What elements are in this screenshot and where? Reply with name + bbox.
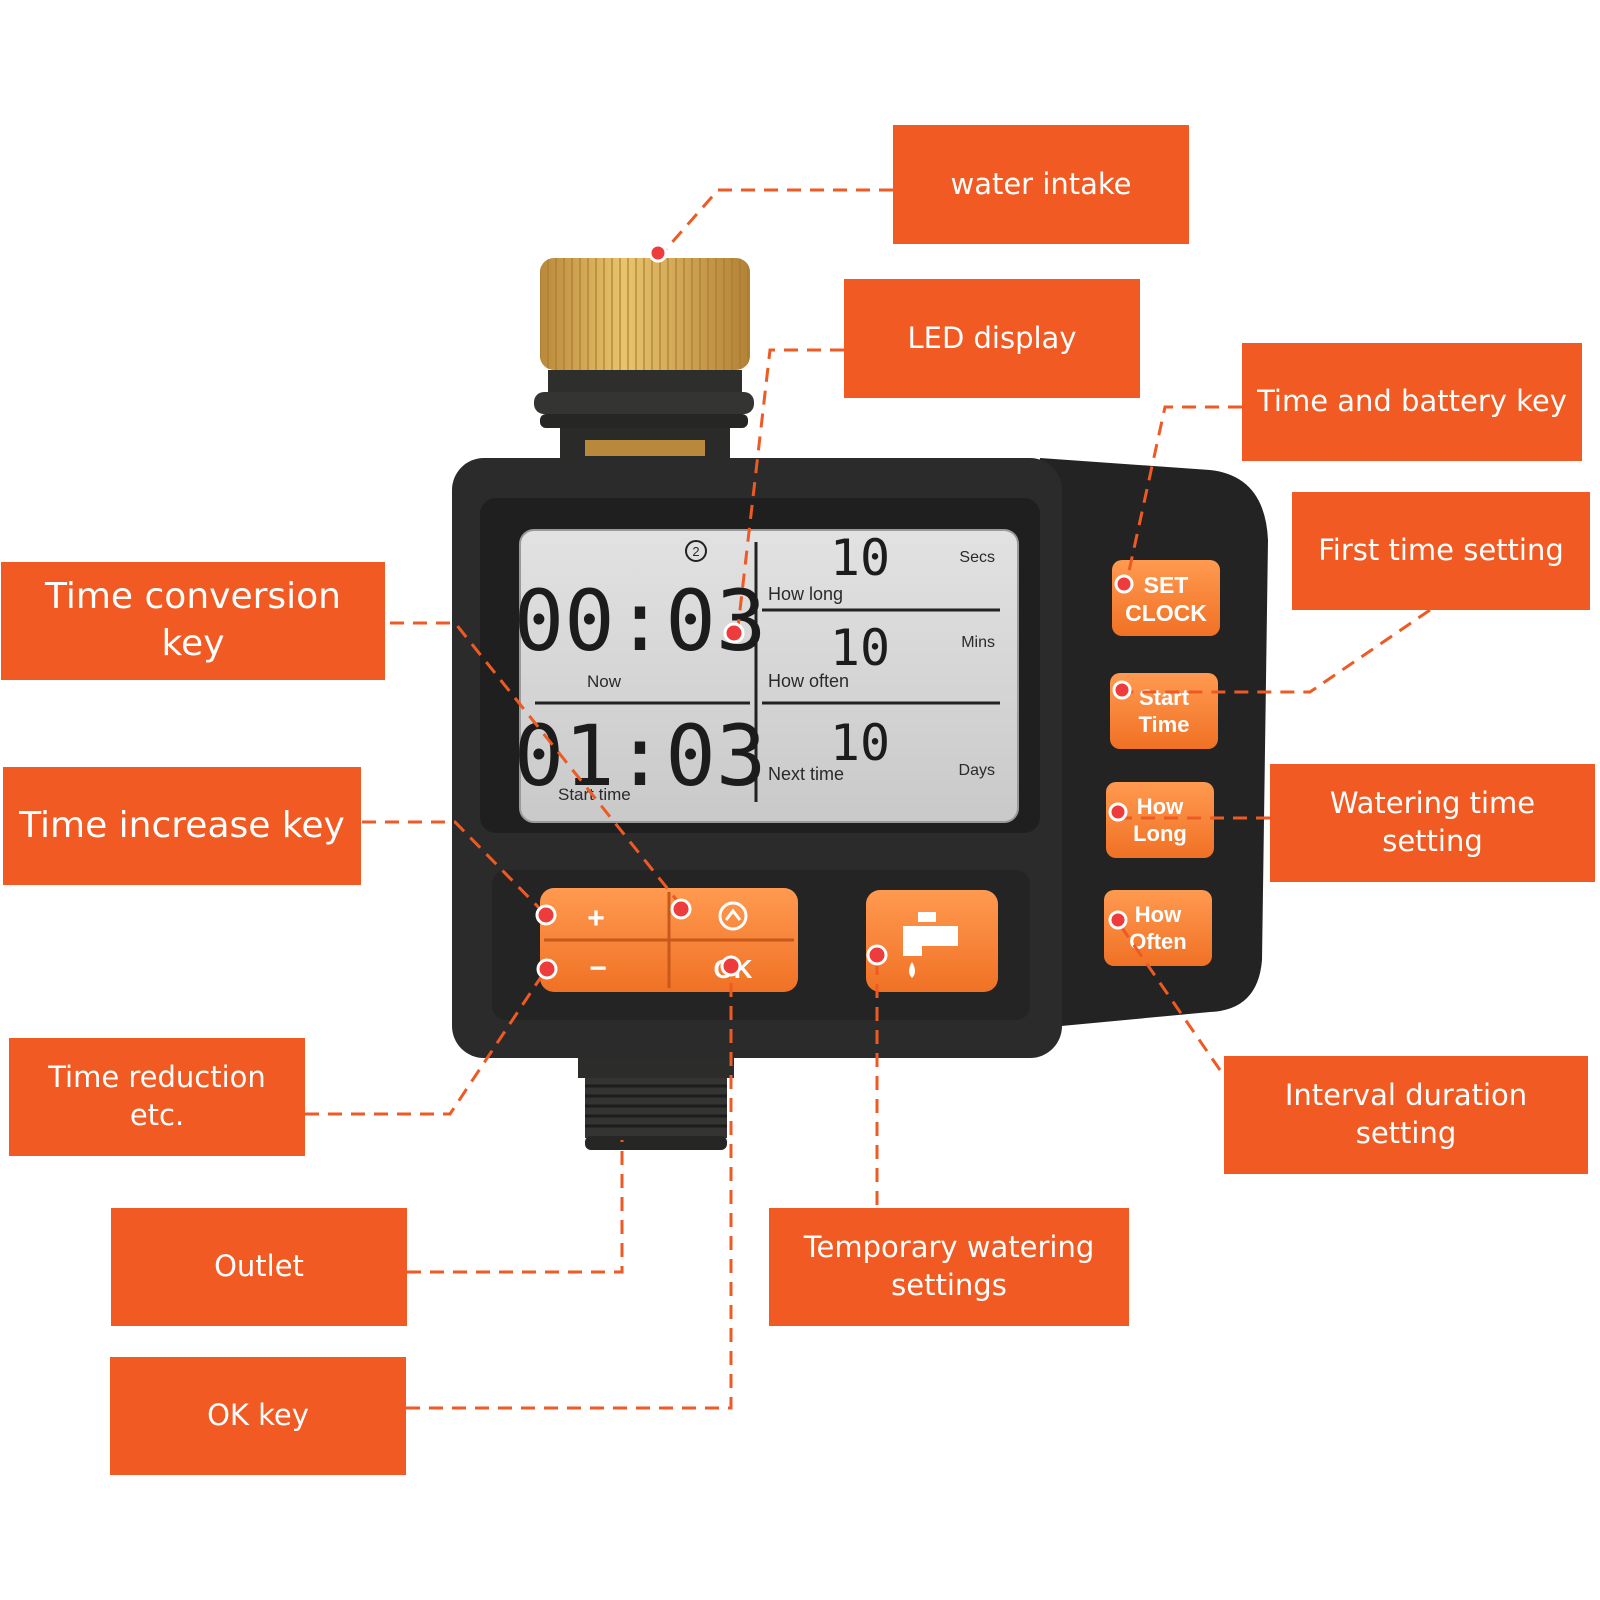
callout-ok-key: OK key: [110, 1357, 406, 1475]
set-clock-marker: [1114, 574, 1134, 594]
callout-time-battery-key-text: Time and battery key: [1257, 384, 1567, 419]
callout-interval-duration-setting: Interval duration setting: [1224, 1056, 1588, 1174]
callout-time-conversion-key: Time conversion key: [1, 562, 385, 680]
faucet-marker: [866, 944, 888, 966]
set-clock-line2: CLOCK: [1125, 600, 1207, 626]
start-time-line1: Start: [1139, 685, 1190, 710]
callout-temporary-watering-line2: settings: [891, 1268, 1007, 1302]
how-long-line1: How: [1137, 794, 1184, 819]
callout-water-intake: water intake: [893, 125, 1189, 244]
ok-marker: [720, 955, 742, 977]
program-number: 2: [692, 544, 699, 559]
callout-time-battery-key: Time and battery key: [1242, 343, 1582, 461]
callout-outlet: Outlet: [111, 1208, 407, 1326]
lcd-display: 2 00:03 Now 01:03 Start time 10 How long…: [514, 529, 1019, 823]
how-often-marker: [1108, 910, 1128, 930]
callout-outlet-text: Outlet: [214, 1249, 304, 1284]
next-time-label: Next time: [768, 764, 844, 784]
minus-marker: [536, 958, 558, 980]
how-often-value: 10: [830, 619, 890, 677]
now-label: Now: [587, 672, 622, 691]
how-long-marker: [1108, 802, 1128, 822]
start-time-label: Start time: [558, 785, 631, 804]
intake-marker: [648, 243, 668, 263]
leader-lines: [305, 188, 1431, 1410]
minus-button-label: −: [589, 952, 607, 985]
display-marker: [723, 622, 745, 644]
how-long-unit: Secs: [959, 549, 995, 566]
how-often-button[interactable]: How Often: [1104, 890, 1212, 966]
now-time: 00:03: [514, 572, 767, 670]
program-number-icon: [685, 540, 707, 562]
plus-button-label: +: [587, 902, 605, 935]
plus-button[interactable]: +: [540, 888, 669, 940]
mode-button[interactable]: [669, 888, 798, 940]
callout-first-time-setting-text: First time setting: [1318, 533, 1564, 568]
next-time-value: 10: [830, 714, 890, 772]
callout-time-increase-key-text: Time increase key: [19, 804, 345, 846]
set-clock-button[interactable]: SET CLOCK: [1112, 560, 1220, 636]
manual-watering-button[interactable]: [866, 890, 998, 992]
next-time-unit: Days: [959, 762, 995, 779]
start-time-marker: [1112, 680, 1132, 700]
callout-markers: [535, 243, 1134, 980]
how-long-value: 10: [830, 529, 890, 587]
callout-watering-time-setting-text: Watering time setting: [1329, 786, 1536, 858]
set-clock-line1: SET: [1144, 572, 1189, 598]
callout-time-conversion-key-text: Time conversion key: [44, 576, 342, 664]
how-long-label: How long: [768, 584, 843, 604]
faucet-icon: [903, 912, 958, 978]
keypad: + − OK: [540, 888, 998, 992]
callout-time-reduction: Time reduction etc.: [9, 1038, 305, 1156]
callout-led-display-text: LED display: [907, 320, 1077, 355]
callout-ok-key-text: OK key: [207, 1398, 309, 1433]
water-intake-connector: [534, 258, 754, 460]
how-often-line1: How: [1135, 902, 1182, 927]
outlet-connector: [578, 1058, 734, 1150]
callout-time-increase-key: Time increase key: [3, 767, 361, 885]
minus-button[interactable]: −: [540, 940, 669, 992]
callout-watering-time-setting: Watering time setting: [1270, 764, 1595, 882]
callout-temporary-watering-line1: Temporary watering: [803, 1230, 1095, 1265]
how-long-line2: Long: [1133, 821, 1187, 846]
how-often-label: How often: [768, 671, 849, 691]
how-often-unit: Mins: [961, 634, 995, 651]
how-long-button[interactable]: How Long: [1106, 782, 1214, 858]
start-time: 01:03: [514, 707, 767, 805]
plus-marker: [535, 904, 557, 926]
callout-first-time-setting: First time setting: [1292, 492, 1590, 610]
start-time-line2: Time: [1139, 712, 1190, 737]
callout-interval-duration-setting-text: Interval duration setting: [1284, 1078, 1528, 1150]
cycle-arrows-icon: [718, 901, 748, 931]
callout-water-intake-text: water intake: [950, 166, 1132, 201]
callout-temporary-watering: Temporary watering settings: [769, 1208, 1129, 1326]
callout-time-reduction-text: Time reduction etc.: [48, 1060, 266, 1132]
mode-marker: [670, 898, 692, 920]
callout-led-display: LED display: [844, 279, 1140, 398]
